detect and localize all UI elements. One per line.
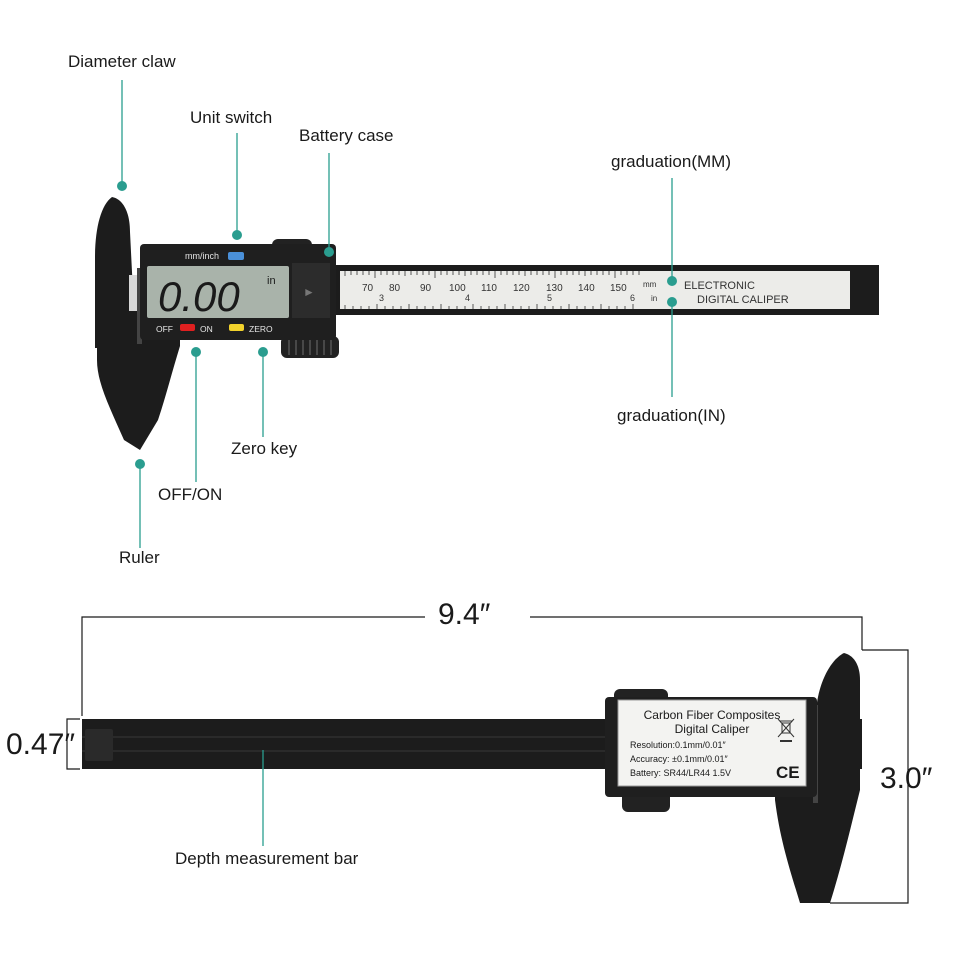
mm-numbers: 70 80 90 100 110 120 130 140 150 mm (362, 280, 657, 294)
spec-battery: Battery: SR44/LR44 1.5V (630, 768, 731, 778)
mm-ticks (344, 271, 640, 309)
label-graduation-in: graduation(IN) (617, 406, 726, 425)
dimension-thickness: 0.47″ (6, 728, 76, 761)
spec-label (617, 699, 807, 787)
mm-number: 100 (449, 283, 466, 294)
back-beam-end (85, 729, 113, 761)
label-diameter-claw: Diameter claw (68, 52, 176, 71)
label-battery-case: Battery case (299, 126, 394, 145)
dim-height-line (830, 649, 909, 904)
ce-mark: CE (776, 763, 800, 782)
lcd-screen (147, 266, 289, 318)
in-number: 3 (379, 293, 384, 303)
off-label: OFF (156, 324, 173, 334)
dot-diameter-claw (117, 181, 127, 191)
mm-number: 70 (362, 283, 374, 294)
spec-line-2: Digital Caliper (675, 722, 750, 736)
brand-line-1: ELECTRONIC (684, 280, 755, 292)
dot-graduation-mm (667, 276, 677, 286)
spec-accuracy: Accuracy: ±0.1mm/0.01″ (630, 754, 728, 764)
jaw-gap (137, 268, 142, 344)
spec-line-1: Carbon Fiber Composites (644, 708, 781, 722)
bin-icon (777, 718, 795, 742)
top-caliper: 70 80 90 100 110 120 130 140 150 mm 3 4 … (95, 197, 879, 450)
mm-number: 150 (610, 283, 627, 294)
spec-resolution: Resolution:0.1mm/0.01″ (630, 740, 727, 750)
dot-unit-switch (232, 230, 242, 240)
dim-length-line (81, 616, 863, 716)
lower-jaw (97, 310, 180, 450)
unit-switch-button[interactable] (228, 252, 244, 260)
in-unit: in (651, 294, 657, 303)
brand-line-2: DIGITAL CALIPER (697, 294, 789, 306)
callout-dots (117, 181, 677, 755)
label-off-on: OFF/ON (158, 485, 223, 504)
top-callouts (121, 80, 673, 548)
scale-strip (340, 271, 850, 309)
battery-arrow-icon: ► (303, 285, 315, 299)
mm-unit: mm (643, 280, 657, 289)
dot-battery-case (324, 247, 334, 257)
zero-button[interactable] (229, 324, 244, 331)
thumb-wheel-grip (288, 339, 332, 355)
dot-zero-key (258, 347, 268, 357)
label-zero-key: Zero key (231, 439, 298, 458)
on-label: ON (200, 324, 213, 334)
dot-ruler (135, 459, 145, 469)
mm-number: 80 (389, 283, 401, 294)
bottom-caliper: Carbon Fiber Composites Digital Caliper … (82, 653, 862, 903)
off-on-button[interactable] (180, 324, 195, 331)
dot-off-on (191, 347, 201, 357)
dim-thickness-line (66, 718, 80, 770)
dimension-height: 3.0″ (880, 762, 933, 795)
mm-number: 140 (578, 283, 595, 294)
lcd-unit: in (267, 275, 276, 287)
zero-label: ZERO (249, 324, 273, 334)
label-graduation-mm: graduation(MM) (611, 152, 731, 171)
label-ruler: Ruler (119, 548, 160, 567)
lcd-reading: 0.00 (158, 273, 240, 320)
battery-cover (292, 263, 330, 318)
back-beam-groove (82, 736, 620, 752)
mm-number: 130 (546, 283, 563, 294)
mm-number: 120 (513, 283, 530, 294)
unit-button-label: mm/inch (185, 251, 219, 261)
mm-number: 90 (420, 283, 432, 294)
dimension-length: 9.4″ (438, 598, 491, 631)
mm-number: 110 (481, 283, 497, 294)
dot-graduation-in (667, 297, 677, 307)
in-number: 4 (465, 293, 470, 303)
dimension-lines (66, 616, 909, 904)
back-upper-jaw (816, 653, 860, 790)
label-unit-switch: Unit switch (190, 108, 273, 127)
in-number: 5 (547, 293, 552, 303)
in-number: 6 (630, 293, 635, 303)
jaw-window (129, 275, 137, 311)
in-numbers: 3 4 5 6 in (379, 293, 657, 303)
label-depth-bar: Depth measurement bar (175, 849, 359, 868)
